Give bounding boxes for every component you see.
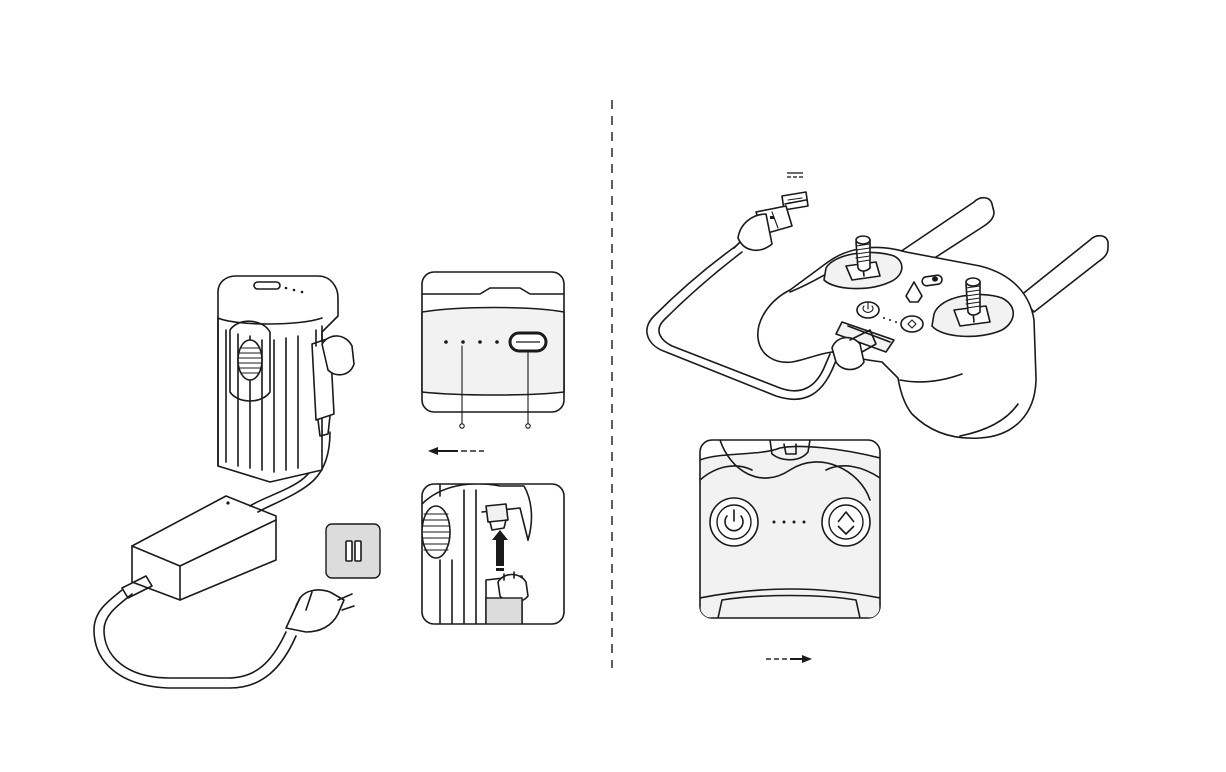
battery-power-button <box>254 282 280 289</box>
power-button <box>857 302 879 318</box>
intelligent-flight-battery <box>218 276 354 482</box>
return-home-button <box>901 316 923 332</box>
return-home-icon <box>822 498 870 546</box>
battery-connection-detail <box>422 484 564 624</box>
charger-ac-cable <box>94 590 296 688</box>
controller-led-2 <box>783 521 786 524</box>
battery-grip-texture <box>238 340 262 380</box>
controller-led-4 <box>803 521 806 524</box>
battery-led-4 <box>495 340 499 344</box>
controller-led-3 <box>793 521 796 524</box>
controller-button-detail <box>700 440 880 618</box>
battery-led-2 <box>461 340 465 344</box>
battery-indicator-detail <box>422 272 564 428</box>
two-pin-plug-icon <box>326 524 380 578</box>
left-control-stick <box>824 236 902 289</box>
battery-charging-illustration <box>94 272 564 688</box>
right-arrow-icon <box>766 655 812 663</box>
remote-controller-charging-illustration <box>647 173 1108 663</box>
power-icon <box>710 498 758 546</box>
direct-current-symbol <box>787 173 803 177</box>
wall-plug <box>286 590 354 632</box>
battery-led-1 <box>444 340 448 344</box>
battery-led-3 <box>478 340 482 344</box>
controller-led-1 <box>773 521 776 524</box>
mode-switch <box>922 275 943 287</box>
left-arrow-icon <box>428 447 484 455</box>
remote-controller <box>758 236 1036 438</box>
